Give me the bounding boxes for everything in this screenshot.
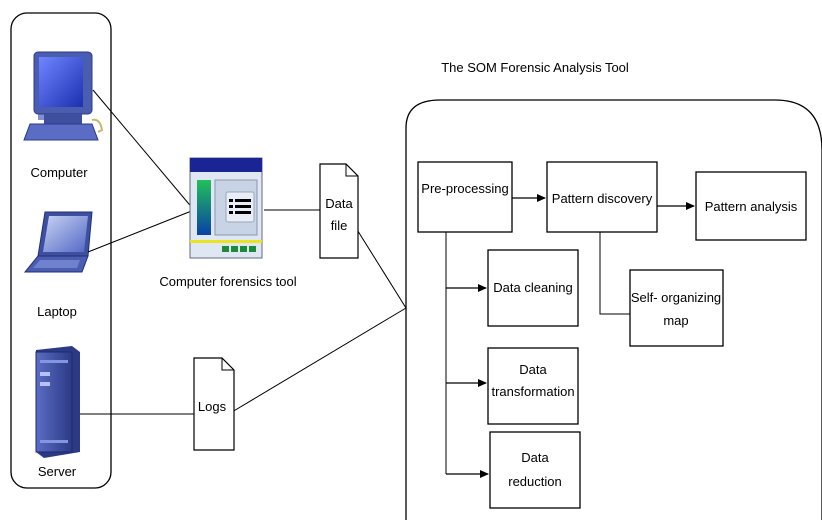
data-reduction-label-line1: Data [521, 450, 549, 465]
computer-icon [23, 51, 104, 141]
pre-processing-label: Pre-processing [421, 181, 508, 196]
data-reduction-box: Data reduction [489, 431, 581, 509]
data-transformation-label-line1: Data [519, 362, 547, 377]
data-cleaning-box: Data cleaning [487, 249, 579, 327]
forensics-tool-label: Computer forensics tool [159, 274, 296, 289]
data-transformation-box: Data transformation [487, 347, 579, 425]
discovery-to-som-line [599, 232, 630, 315]
laptop-to-tool-line [87, 209, 195, 253]
som-tool-title: The SOM Forensic Analysis Tool [441, 60, 629, 75]
computer-label: Computer [30, 165, 88, 180]
pattern-analysis-box: Pattern analysis [695, 171, 807, 241]
som-internal-connectors [445, 194, 695, 478]
self-organizing-map-box: Self- organizing map [629, 269, 724, 347]
logs-document [193, 357, 235, 451]
laptop-label: Laptop [37, 304, 77, 319]
server-label: Server [38, 464, 77, 479]
server-icon [35, 346, 80, 458]
pattern-analysis-label: Pattern analysis [705, 199, 798, 214]
laptop-icon [23, 211, 93, 273]
data-cleaning-label: Data cleaning [493, 280, 573, 295]
computer-to-tool-line [92, 89, 195, 211]
data-file-label-line1: Data [325, 196, 353, 211]
forensics-tool-icon [189, 157, 263, 259]
data-reduction-label-line2: reduction [508, 474, 561, 489]
pattern-discovery-box: Pattern discovery [546, 161, 658, 233]
som-label-line2: map [663, 313, 688, 328]
som-label-line1: Self- organizing [631, 290, 721, 305]
data-file-document [319, 163, 359, 259]
data-file-label-line2: file [331, 218, 348, 233]
pre-processing-box: Pre-processing [417, 161, 513, 233]
datafile-to-som-line [355, 227, 407, 309]
data-transformation-label-line2: transformation [491, 384, 574, 399]
logs-to-som-line [231, 307, 407, 413]
pattern-discovery-label: Pattern discovery [552, 191, 653, 206]
connector-lines [80, 89, 407, 415]
logs-label: Logs [198, 399, 227, 414]
